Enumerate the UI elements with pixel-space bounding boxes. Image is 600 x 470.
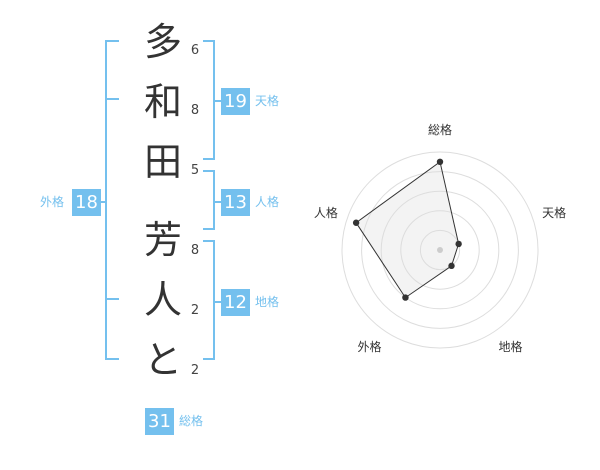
radar-point-1 — [436, 158, 444, 165]
name-char-3: 田 — [143, 140, 182, 184]
gaikaku-bracket-bottom — [105, 358, 119, 360]
chikaku-bracket-bottom — [203, 358, 215, 360]
name-char-6: と — [143, 338, 182, 382]
tenkaku-value: 19 — [221, 88, 250, 115]
gaikaku-bracket-top — [105, 40, 119, 42]
tenkaku-bracket-bottom — [203, 158, 215, 160]
gaikaku-bracket-tick-2 — [105, 298, 119, 300]
radar-axis-label-5: 人格 — [314, 205, 338, 220]
radar-axis-label-2: 天格 — [542, 205, 566, 220]
radar-ring-2 — [400, 210, 480, 290]
gaikaku-value: 18 — [72, 189, 101, 216]
jinkaku-bracket-top — [203, 170, 215, 172]
jinkaku-bracket-connector — [213, 201, 221, 203]
radar-ring-1 — [419, 229, 461, 271]
jinkaku-bracket-line — [213, 170, 215, 230]
jinkaku-label: 人格 — [255, 195, 280, 209]
gaikaku-label: 外格 — [40, 195, 65, 209]
gaikaku-bracket-tick-1 — [105, 98, 119, 100]
stroke-count-2: 8 — [190, 103, 200, 118]
radar-rings — [341, 151, 539, 349]
tenkaku-bracket-connector — [213, 100, 221, 102]
name-char-5: 人 — [143, 278, 182, 322]
radar-ring-5 — [341, 151, 539, 349]
gaikaku-bracket-connector — [99, 201, 107, 203]
jinkaku-bracket-bottom — [203, 228, 215, 230]
gaikaku-bracket-line — [105, 40, 107, 360]
tenkaku-label: 天格 — [255, 94, 280, 108]
radar-center-dot — [437, 247, 443, 253]
radar-point-3 — [448, 262, 455, 270]
chikaku-label: 地格 — [255, 295, 280, 309]
radar-points — [352, 158, 462, 301]
soukaku-value: 31 — [145, 408, 174, 435]
radar-ring-3 — [380, 190, 500, 310]
stroke-count-4: 8 — [190, 243, 200, 258]
radar-ring-4 — [361, 171, 519, 329]
stroke-count-6: 2 — [190, 363, 200, 378]
name-char-4: 芳 — [143, 218, 182, 262]
chikaku-value: 12 — [221, 289, 250, 316]
radar-point-5 — [352, 219, 360, 226]
chikaku-bracket-top — [203, 240, 215, 242]
radar-axis-label-1: 総格 — [428, 122, 452, 137]
soukaku-label: 総格 — [179, 414, 204, 428]
jinkaku-value: 13 — [221, 189, 250, 216]
stroke-count-1: 6 — [190, 43, 200, 58]
name-char-1: 多 — [143, 20, 182, 64]
radar-point-2 — [455, 240, 462, 248]
radar-axis-label-3: 地格 — [499, 339, 523, 354]
chikaku-bracket-line — [213, 240, 215, 360]
chikaku-bracket-connector — [213, 301, 221, 303]
stroke-count-5: 2 — [190, 303, 200, 318]
radar-polygon — [355, 160, 460, 299]
name-char-2: 和 — [143, 80, 182, 124]
radar-point-4 — [402, 294, 409, 301]
tenkaku-bracket-top — [203, 40, 215, 42]
stroke-count-3: 5 — [190, 163, 200, 178]
radar-axis-label-4: 外格 — [357, 339, 381, 354]
